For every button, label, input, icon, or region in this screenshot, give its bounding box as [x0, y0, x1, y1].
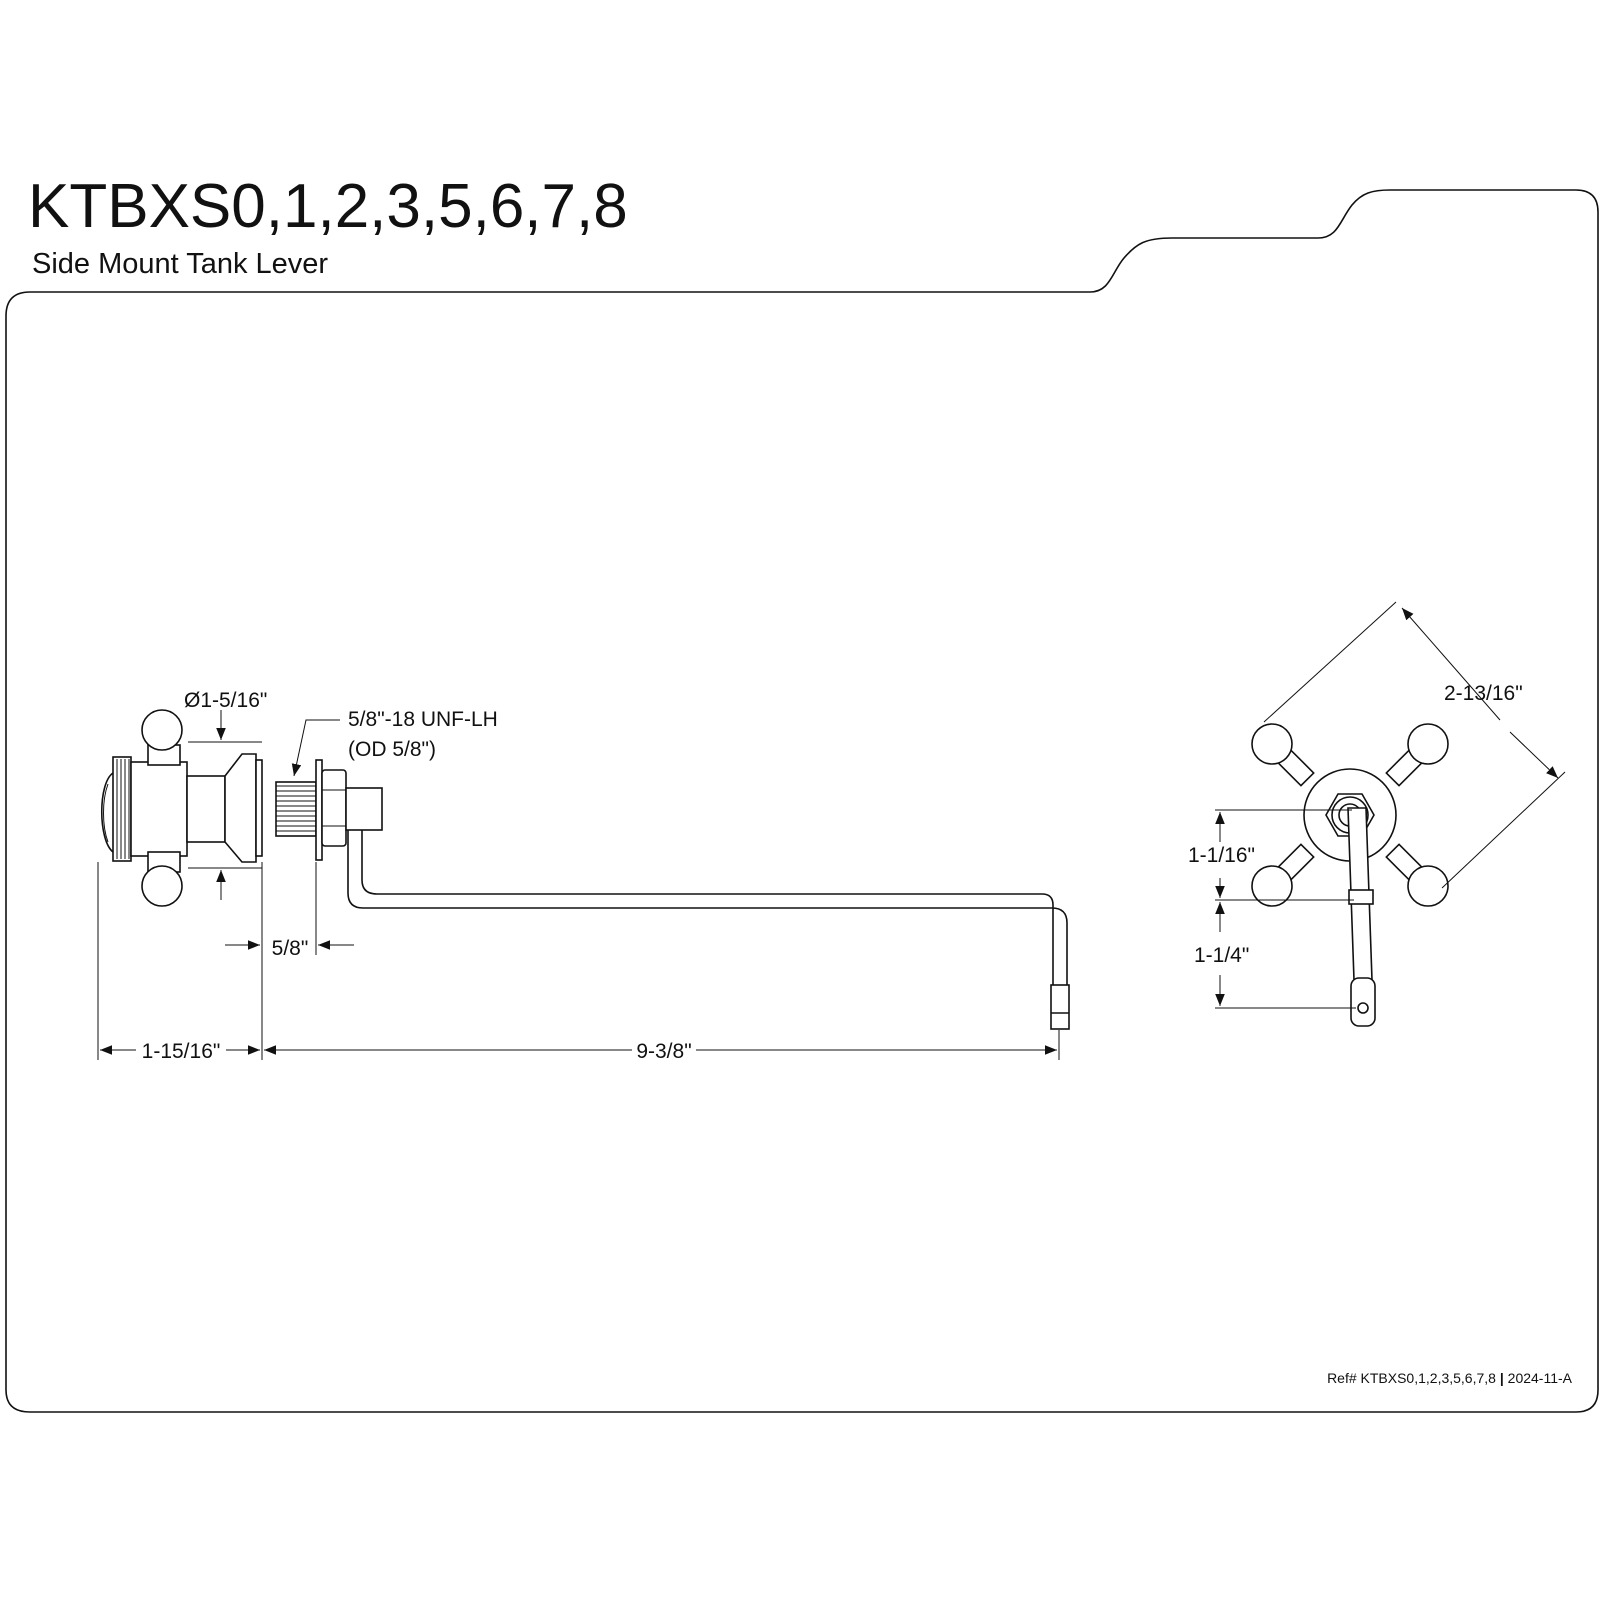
flange	[224, 753, 257, 863]
shank-length-label: 5/8"	[272, 937, 309, 960]
arm-length-label: 9-3/8"	[636, 1040, 691, 1063]
model-title: KTBXS0,1,2,3,5,6,7,8	[28, 172, 628, 241]
side-dimensions	[97, 710, 1060, 1060]
revision-code: 2024-11-A	[1507, 1370, 1572, 1386]
arm-drop-label: 1-1/4"	[1194, 944, 1249, 967]
lever-arm	[347, 830, 1068, 985]
thread-spec-label: 5/8"-18 UNF-LH	[348, 708, 498, 731]
sheet-border	[5, 189, 1599, 1413]
cross-arm-ne	[1385, 723, 1449, 787]
handle-hub	[130, 761, 188, 857]
product-subtitle: Side Mount Tank Lever	[32, 248, 329, 280]
handle-span-label: 2-13/16"	[1444, 682, 1523, 705]
reference-footer: Ref# KTBXS0,1,2,3,5,6,7,8 | 2024-11-A	[1327, 1370, 1572, 1386]
cross-arm-se	[1385, 843, 1449, 907]
front-arm-tip	[1350, 977, 1376, 1027]
handle-depth-label: 1-15/16"	[142, 1040, 221, 1063]
hex-nut	[321, 769, 347, 847]
knurled-ring	[112, 756, 132, 862]
dome-cap	[100, 772, 114, 853]
cross-ball-top	[141, 709, 183, 751]
cross-ball-bottom	[141, 865, 183, 907]
knurl-lines	[116, 759, 130, 859]
front-view	[1251, 723, 1449, 1027]
spindle	[345, 787, 383, 831]
thread-lines	[276, 785, 316, 832]
threaded-shank	[275, 781, 317, 837]
reference-number: Ref# KTBXS0,1,2,3,5,6,7,8	[1327, 1370, 1496, 1386]
front-dimensions	[1215, 601, 1566, 1009]
side-view	[100, 709, 1070, 1030]
arm-tip	[1050, 984, 1070, 1030]
arm-offset-label: 1-1/16"	[1188, 844, 1255, 867]
handle-diameter-label: Ø1-5/16"	[184, 689, 267, 712]
washer	[315, 759, 323, 861]
reference-separator: |	[1499, 1370, 1504, 1386]
cross-arm-nw	[1251, 723, 1315, 787]
thread-od-label: (OD 5/8")	[348, 738, 436, 761]
cross-arm-sw	[1251, 843, 1315, 907]
